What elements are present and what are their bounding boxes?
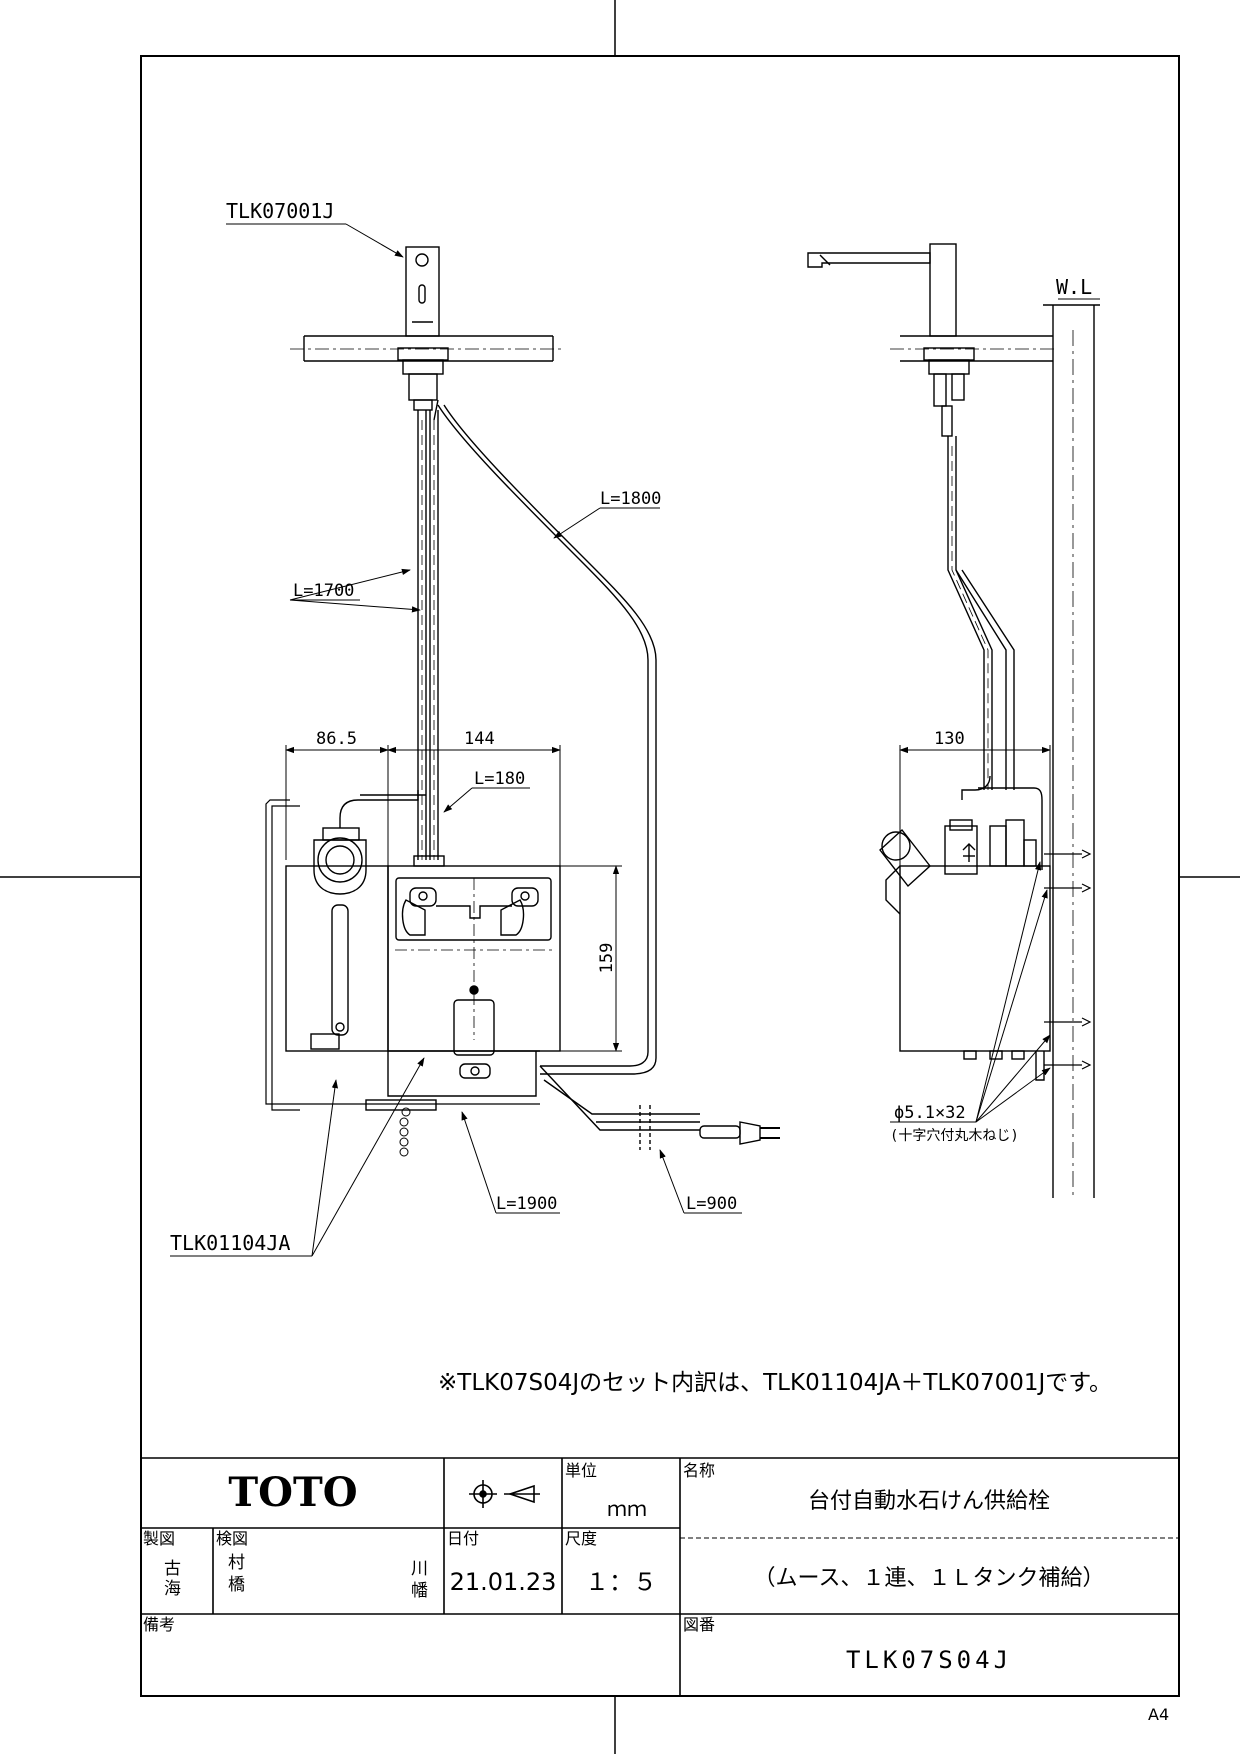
product-name: 台付自動水石けん供給栓 [808,1489,1050,1514]
name-label: 名称 [683,1461,715,1480]
dim-cord: L=900 [686,1194,737,1214]
checked-name-a2: 橋 [228,1575,245,1595]
dim-width-left: 86.5 [316,729,357,749]
brand-logo: TOTO [228,1469,357,1516]
faucet-part-label: TLK07001J [226,199,334,223]
set-contents-note: ※TLK07S04Jのセット内訳は、TLK01104JA＋TLK07001Jです… [438,1370,1112,1396]
date-value: 21.01.23 [450,1568,557,1596]
drawing-number: TLK07S04J [846,1646,1012,1674]
dim-depth: 130 [934,729,965,749]
front-view [265,246,780,1157]
checked-name-b2: 幡 [411,1581,428,1601]
dim-screws: ϕ5.1×32 [894,1103,966,1123]
tank-part-label: TLK01104JA [170,1231,290,1255]
sheet-border [140,55,1180,1697]
date-label: 日付 [447,1529,479,1548]
drawing-number-label: 図番 [683,1615,715,1634]
dim-tube-main: L=1700 [293,581,354,601]
side-dimensions [890,298,1100,1123]
scale-label: 尺度 [565,1529,597,1548]
sheet-size-label: A4 [1148,1705,1169,1724]
dim-width-right: 144 [464,729,495,749]
checked-name-a1: 村 [228,1553,245,1573]
drawn-label: 製図 [143,1529,175,1548]
remarks-label: 備考 [143,1615,175,1634]
drawn-name-2: 海 [164,1579,181,1599]
checked-name-b1: 川 [411,1559,428,1579]
unit-label: 単位 [565,1461,597,1480]
product-subtitle: （ムース、１連、１Ｌタンク補給） [754,1566,1105,1591]
dim-tube-side: L=1800 [600,489,661,509]
scale-value: １：５ [585,1568,657,1596]
dim-tube-bottom: L=1900 [496,1194,557,1214]
unit-value: ｍｍ [607,1497,647,1521]
wall-line-label: W.L [1056,275,1092,299]
front-dimensions [170,223,742,1257]
dim-height: 159 [597,943,617,974]
side-view [807,243,1100,1198]
dim-tube-short: L=180 [474,769,525,789]
projection-symbol [469,1480,540,1508]
title-block [141,1457,1179,1696]
dim-screws-note: (十字穴付丸木ねじ) [890,1128,1019,1144]
drawn-name-1: 古 [164,1559,181,1579]
checked-label: 検図 [216,1529,248,1548]
